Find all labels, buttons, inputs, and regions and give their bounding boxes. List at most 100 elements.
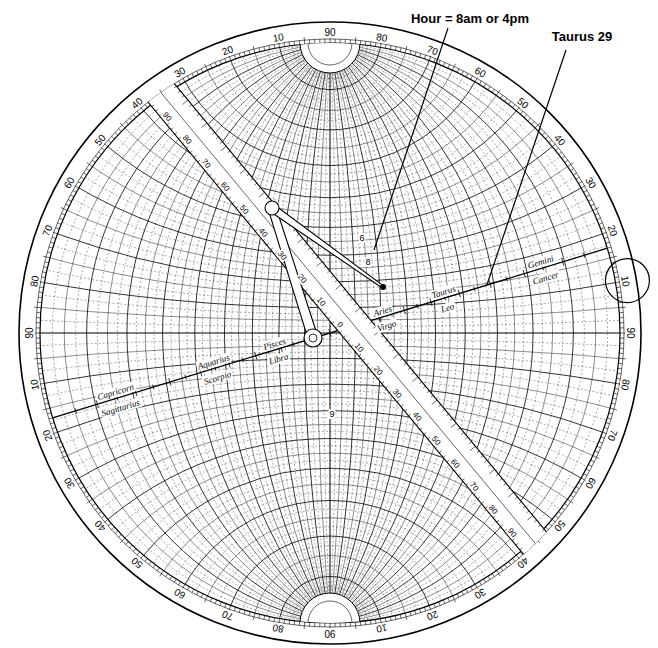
degree-tick xyxy=(576,487,579,489)
degree-tick xyxy=(61,456,67,459)
degree-tick xyxy=(466,589,468,593)
degree-tick xyxy=(620,317,624,318)
degree-tick xyxy=(496,571,500,577)
rule-tick xyxy=(316,257,318,259)
degree-tick xyxy=(73,474,76,476)
parallel-arc xyxy=(0,404,658,648)
rule-tick xyxy=(488,465,490,467)
degree-tick xyxy=(609,413,613,414)
rule-tick xyxy=(497,520,499,522)
degree-tick xyxy=(584,474,587,476)
meridian-arc xyxy=(145,13,658,648)
meridian-arc xyxy=(0,0,481,648)
degree-tick xyxy=(75,186,79,189)
parallel-arc xyxy=(0,418,658,648)
ecliptic-tick xyxy=(75,408,76,413)
degree-tick xyxy=(38,368,42,369)
degree-tick xyxy=(434,59,435,63)
degree-tick xyxy=(616,287,620,289)
degree-tick xyxy=(588,200,592,202)
meridian-arc xyxy=(202,0,658,648)
ecliptic-tick xyxy=(169,378,171,386)
degree-tick xyxy=(108,140,111,143)
rule-tick xyxy=(209,174,211,176)
degree-tick xyxy=(52,427,56,428)
label-holder: 90 xyxy=(624,326,640,339)
degree-number: 80 xyxy=(27,273,40,288)
degree-tick xyxy=(462,71,464,75)
parallel-arc xyxy=(0,0,658,262)
label-holder: 10 xyxy=(270,27,286,45)
meridian-arc xyxy=(0,0,465,648)
rule-tick xyxy=(293,229,295,231)
degree-tick xyxy=(400,48,402,52)
degree-tick xyxy=(570,495,573,497)
degree-tick xyxy=(513,105,516,108)
meridian-arc xyxy=(0,0,375,648)
degree-tick xyxy=(47,252,51,253)
meridian-arc xyxy=(279,0,658,648)
degree-tick xyxy=(59,218,63,220)
cursor-dot xyxy=(380,284,386,290)
degree-tick xyxy=(492,573,494,576)
degree-tick xyxy=(424,55,425,59)
degree-tick xyxy=(509,562,511,565)
degree-tick xyxy=(66,204,70,206)
label-holder: 90 xyxy=(20,326,36,339)
rule-tick xyxy=(508,488,510,490)
rule-tick xyxy=(446,414,448,416)
rule-tick xyxy=(381,335,383,337)
degree-tick xyxy=(410,612,411,616)
degree-tick xyxy=(204,596,207,602)
rule-tick xyxy=(451,423,456,427)
parallel-arc xyxy=(0,346,658,648)
degree-tick xyxy=(98,152,101,154)
degree-tick xyxy=(610,408,617,410)
parallel-arc xyxy=(0,371,658,648)
degree-tick xyxy=(70,469,74,471)
parallel-arc xyxy=(0,424,658,648)
rule-tick xyxy=(308,248,310,250)
degree-tick xyxy=(531,122,534,125)
rule xyxy=(125,54,571,582)
rule-tick xyxy=(152,105,154,107)
meridian-arc xyxy=(171,0,658,648)
degree-tick xyxy=(273,44,275,48)
rule-tick xyxy=(401,405,403,407)
rule-tick xyxy=(228,151,230,153)
rule-tick xyxy=(516,543,518,545)
degree-tick xyxy=(555,148,558,151)
degree-tick xyxy=(579,182,582,184)
degree-tick xyxy=(204,64,207,70)
degree-tick xyxy=(586,469,590,471)
rule-tick xyxy=(324,266,326,268)
rule-tick xyxy=(228,197,230,199)
rule-tick xyxy=(458,428,460,430)
rule-tick xyxy=(439,405,441,407)
degree-tick xyxy=(210,64,212,68)
rule-tick xyxy=(462,479,464,481)
degree-tick xyxy=(620,348,624,349)
degree-tick xyxy=(453,596,456,602)
degree-tick xyxy=(87,499,93,503)
degree-tick xyxy=(562,508,565,510)
rule-tick xyxy=(317,262,322,266)
parallel-arc xyxy=(0,0,658,248)
degree-number: 10 xyxy=(375,622,390,635)
rule-tick xyxy=(366,317,368,319)
degree-tick xyxy=(365,41,366,45)
degree-tick xyxy=(41,388,45,390)
degree-tick xyxy=(102,148,105,151)
rule-tick xyxy=(432,400,437,404)
degree-tick xyxy=(613,266,617,268)
meridian-arc xyxy=(285,0,658,648)
ecliptic-tick xyxy=(562,258,564,266)
degree-tick xyxy=(45,403,49,405)
degree-tick xyxy=(294,41,295,45)
label-holder: 80 xyxy=(270,621,286,639)
degree-tick xyxy=(119,129,122,132)
degree-tick xyxy=(479,81,481,84)
degree-tick xyxy=(617,292,621,294)
parallel-arc xyxy=(0,0,658,288)
degree-tick xyxy=(319,39,320,43)
